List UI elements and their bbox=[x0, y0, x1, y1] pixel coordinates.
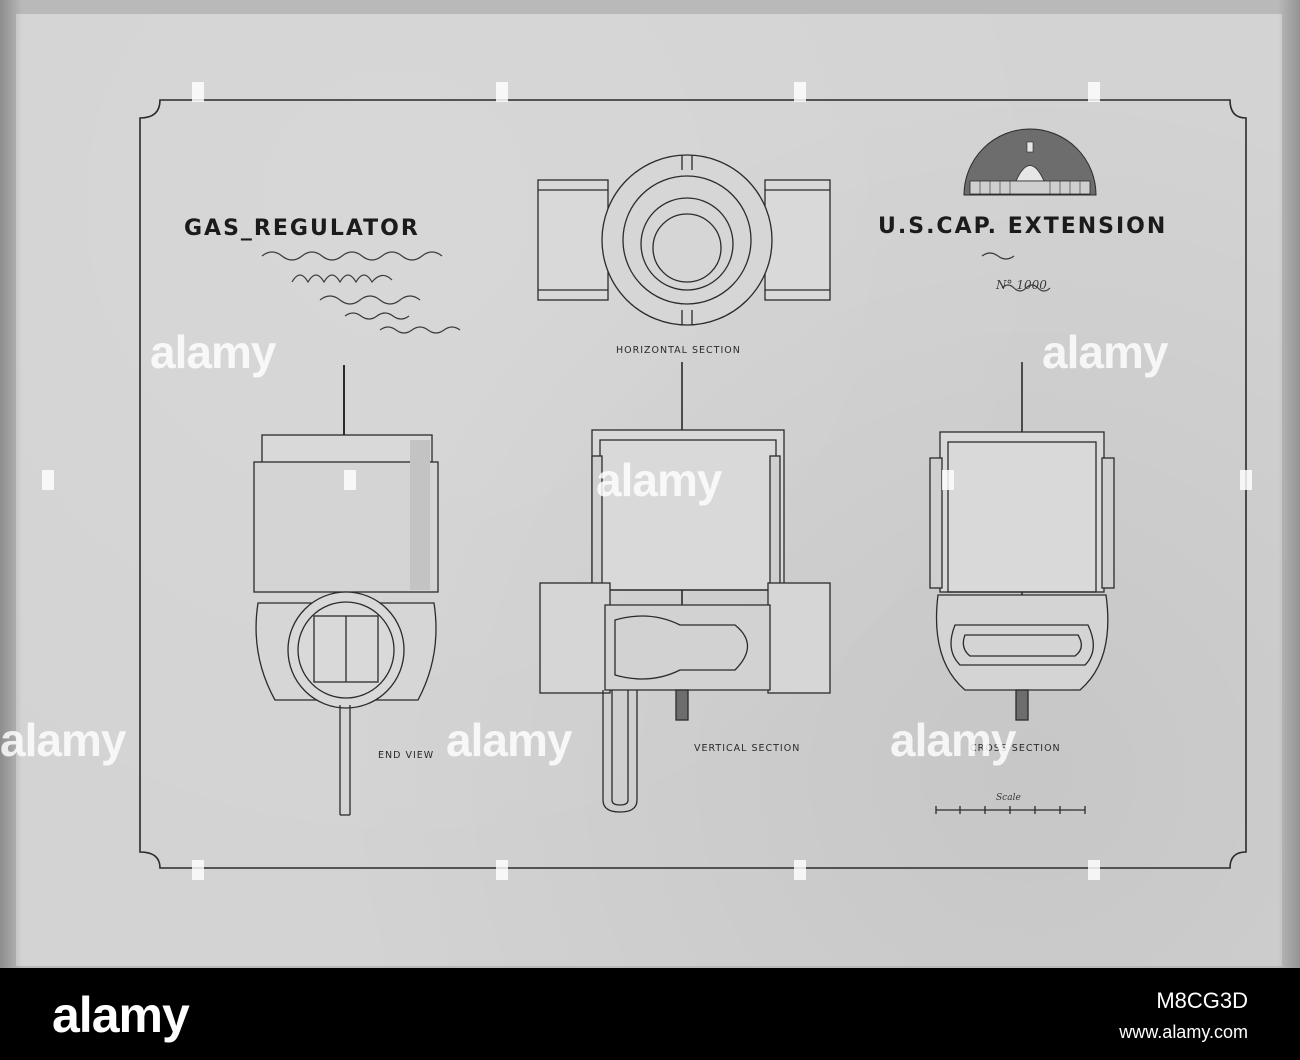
drawing-photograph: GAS_REGULATOR U.S.CAP. EXTENSION N° 1000… bbox=[0, 0, 1300, 968]
sheet-shadow-right bbox=[1278, 0, 1300, 968]
technical-drawing bbox=[139, 99, 1247, 869]
drawing-title: GAS_REGULATOR bbox=[184, 216, 420, 241]
scale-label: Scale bbox=[996, 793, 1021, 803]
watermark-tick bbox=[794, 860, 806, 880]
capitol-dome-emblem bbox=[963, 128, 1097, 196]
cross-section-view bbox=[929, 362, 1115, 721]
drawing-border bbox=[139, 99, 1247, 869]
watermark-1: alamy bbox=[150, 326, 276, 378]
end-view-label: END VIEW bbox=[378, 750, 435, 761]
sheet-number: N° 1000 bbox=[996, 278, 1047, 292]
watermark-5: alamy bbox=[446, 714, 572, 766]
watermark-4: alamy bbox=[0, 714, 126, 766]
watermark-tick bbox=[42, 470, 54, 490]
handwritten-signatures bbox=[261, 251, 1051, 334]
stock-footer: alamy M8CG3D www.alamy.com bbox=[0, 968, 1300, 1060]
cross-section-label: CROSS SECTION bbox=[970, 743, 1061, 754]
watermark-tick bbox=[496, 860, 508, 880]
watermark-tick bbox=[1240, 470, 1252, 490]
watermark-3: alamy bbox=[1042, 326, 1168, 378]
watermark-tick bbox=[942, 470, 954, 490]
watermark-2: alamy bbox=[596, 454, 722, 506]
watermark-tick bbox=[344, 470, 356, 490]
site-url[interactable]: www.alamy.com bbox=[1119, 1022, 1248, 1042]
watermark-6: alamy bbox=[890, 714, 1016, 766]
watermark-tick bbox=[192, 82, 204, 102]
end-view bbox=[253, 365, 439, 816]
horizontal-section-label: HORIZONTAL SECTION bbox=[616, 345, 741, 356]
horizontal-section-view bbox=[537, 154, 831, 326]
vertical-section-label: VERTICAL SECTION bbox=[694, 743, 801, 754]
project-title: U.S.CAP. EXTENSION bbox=[878, 214, 1168, 239]
watermark-tick bbox=[1088, 82, 1100, 102]
image-id: M8CG3D bbox=[1156, 988, 1248, 1013]
watermark-tick bbox=[496, 82, 508, 102]
sheet-shadow-left bbox=[0, 0, 22, 968]
vertical-section-view bbox=[539, 362, 831, 813]
watermark-tick bbox=[1088, 860, 1100, 880]
scale-bar bbox=[935, 806, 1086, 814]
watermark-tick bbox=[794, 82, 806, 102]
watermark-tick bbox=[192, 860, 204, 880]
brand-logo: alamy bbox=[52, 987, 190, 1043]
